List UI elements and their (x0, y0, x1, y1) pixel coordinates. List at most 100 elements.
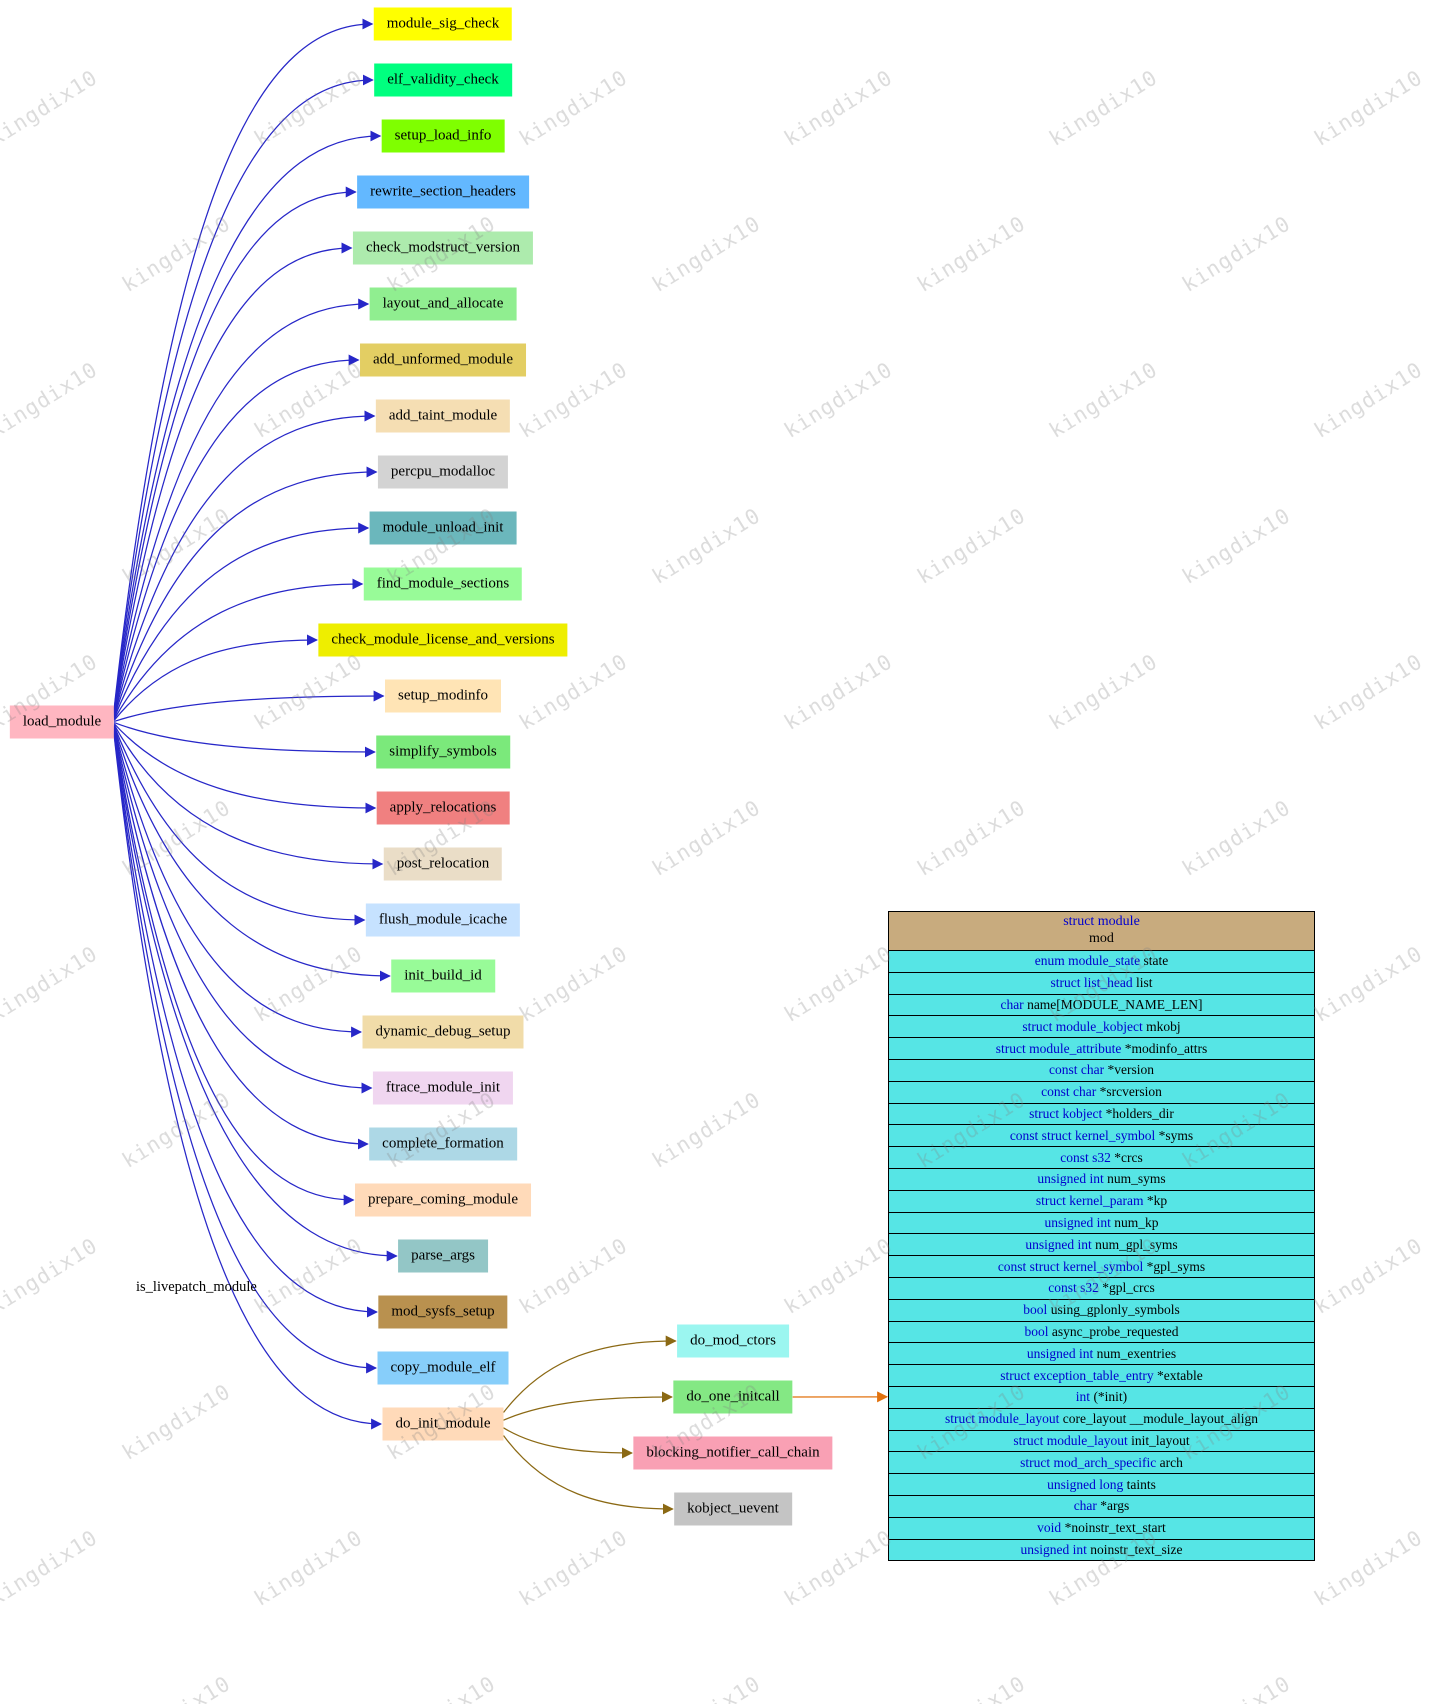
node-complete_formation: complete_formation (369, 1127, 517, 1161)
node-load_module: load_module (9, 705, 115, 739)
field-name: state (1143, 953, 1169, 969)
struct-field-taints: unsigned long taints (889, 1473, 1314, 1495)
watermark-text: kingdix10 (648, 1671, 765, 1704)
field-name: *gpl_syms (1146, 1258, 1206, 1274)
field-name: *holders_dir (1105, 1105, 1174, 1121)
edge-load_module-setup_modinfo (113, 690, 385, 723)
field-name: *noinstr_text_start (1064, 1520, 1166, 1536)
field-type: const char (1041, 1084, 1097, 1100)
field-type: const struct kernel_symbol (997, 1258, 1144, 1274)
struct-field-num_gpl_syms: unsigned int num_gpl_syms (889, 1233, 1314, 1256)
field-name: *srcversion (1099, 1084, 1162, 1100)
watermark-text: kingdix10 (912, 503, 1030, 589)
watermark-text: kingdix10 (913, 1671, 1030, 1704)
watermark-text: kingdix10 (0, 1525, 102, 1611)
field-type: unsigned int (1026, 1345, 1094, 1361)
watermark-text: kingdix10 (118, 1671, 235, 1704)
field-type: const struct kernel_symbol (1009, 1127, 1156, 1143)
field-name: *kp (1146, 1193, 1168, 1209)
watermark-text: kingdix10 (1309, 65, 1427, 151)
field-name: core_layout __module_layout_align (1062, 1411, 1259, 1427)
edge-load_module-simplify_symbols (113, 721, 376, 758)
watermark-text: kingdix10 (1177, 211, 1295, 297)
edge-load_module-flush_module_icache (113, 725, 366, 926)
watermark-text: kingdix10 (383, 0, 500, 5)
node-add_unformed_module: add_unformed_module (360, 343, 526, 377)
node-check_module_license_and_versions: check_module_license_and_versions (318, 623, 568, 657)
node-check_modstruct_version: check_modstruct_version (352, 231, 534, 265)
field-type: struct mod_arch_specific (1020, 1454, 1157, 1470)
node-do_one_initcall: do_one_initcall (673, 1380, 793, 1414)
struct-field-mkobj: struct module_kobject mkobj (889, 1015, 1314, 1038)
watermark-text: kingdix10 (0, 357, 102, 443)
field-type: struct exception_table_entry (1000, 1367, 1154, 1383)
field-type: struct kobject (1029, 1105, 1103, 1121)
edge-load_module-add_taint_module (113, 410, 376, 717)
struct-field-srcversion: const char *srcversion (889, 1080, 1314, 1103)
watermark-text: kingdix10 (117, 503, 235, 589)
node-copy_module_elf: copy_module_elf (377, 1351, 509, 1385)
node-mod_sysfs_setup: mod_sysfs_setup (378, 1295, 508, 1329)
watermark-text: kingdix10 (647, 795, 765, 881)
watermark-text: kingdix10 (647, 1087, 765, 1173)
node-dynamic_debug_setup: dynamic_debug_setup (362, 1015, 524, 1049)
edge-load_module-parse_args (113, 732, 398, 1262)
edge-load_module-add_unformed_module (113, 354, 360, 716)
watermark-text: kingdix10 (117, 1379, 235, 1465)
node-parse_args: parse_args (398, 1239, 488, 1273)
node-post_relocation: post_relocation (383, 847, 503, 881)
edge-load_module-percpu_modalloc (113, 466, 378, 718)
struct-field-crcs: const s32 *crcs (889, 1146, 1314, 1168)
watermark-text: kingdix10 (117, 1087, 235, 1173)
struct-field-arch: struct mod_arch_specific arch (889, 1451, 1314, 1474)
watermark-text: kingdix10 (1309, 1525, 1427, 1611)
field-type: enum module_state (1034, 953, 1141, 969)
struct-field-args: char *args (889, 1494, 1314, 1517)
watermark-text: kingdix10 (0, 65, 102, 151)
field-name: noinstr_text_size (1090, 1541, 1183, 1557)
field-type: char (1073, 1498, 1097, 1514)
watermark-text: kingdix10 (1177, 795, 1295, 881)
watermark-text: kingdix10 (249, 941, 367, 1027)
watermark-text: kingdix10 (514, 1525, 632, 1611)
field-name: *gpl_crcs (1102, 1280, 1155, 1296)
watermark-text: kingdix10 (514, 1233, 632, 1319)
field-type: void (1037, 1520, 1062, 1536)
field-type: bool (1023, 1302, 1048, 1318)
struct-field-gpl_syms: const struct kernel_symbol *gpl_syms (889, 1255, 1314, 1277)
field-type: unsigned int (1020, 1541, 1087, 1557)
struct-field-list: struct list_head list (889, 971, 1314, 994)
node-find_module_sections: find_module_sections (363, 567, 523, 601)
edge-load_module-check_module_license_and_versions (113, 634, 318, 721)
struct-field-init_layout: struct module_layout init_layout (889, 1429, 1314, 1452)
watermark-text: kingdix10 (1044, 65, 1162, 151)
field-name: num_gpl_syms (1095, 1236, 1178, 1252)
struct-field-init: int (*init) (889, 1385, 1314, 1408)
field-name: *extable (1156, 1367, 1203, 1383)
field-name: list (1135, 975, 1153, 991)
edge-load_module-mod_sysfs_setup (113, 733, 378, 1318)
edge-load_module-ftrace_module_init (113, 728, 373, 1094)
watermark-text: kingdix10 (514, 65, 632, 151)
edge-load_module-apply_relocations (113, 723, 377, 814)
edge-load_module-dynamic_debug_setup (113, 727, 363, 1038)
field-name: taints (1126, 1476, 1156, 1492)
edge-label-is-livepatch-module: is_livepatch_module (136, 1279, 257, 1295)
struct-field-num_kp: unsigned int num_kp (889, 1211, 1314, 1234)
edge-load_module-complete_formation (113, 729, 369, 1150)
field-type: unsigned int (1037, 1171, 1104, 1187)
struct-field-num_exentries: unsigned int num_exentries (889, 1342, 1314, 1365)
watermark-text: kingdix10 (0, 941, 102, 1027)
watermark-text: kingdix10 (1178, 1671, 1295, 1704)
struct-module-table: struct module mod enum module_state stat… (888, 911, 1315, 1562)
field-name: arch (1159, 1454, 1183, 1470)
field-name: *syms (1158, 1127, 1194, 1143)
field-name: *modinfo_attrs (1124, 1040, 1208, 1056)
field-name: *args (1100, 1498, 1130, 1514)
edge-do_init_module-blocking_notifier_call_chain (503, 1427, 633, 1459)
watermark-text: kingdix10 (249, 65, 367, 151)
watermark-text: kingdix10 (779, 1525, 897, 1611)
edge-load_module-do_init_module (113, 735, 383, 1430)
struct-table-rows: enum module_state state struct list_head … (889, 950, 1314, 1561)
